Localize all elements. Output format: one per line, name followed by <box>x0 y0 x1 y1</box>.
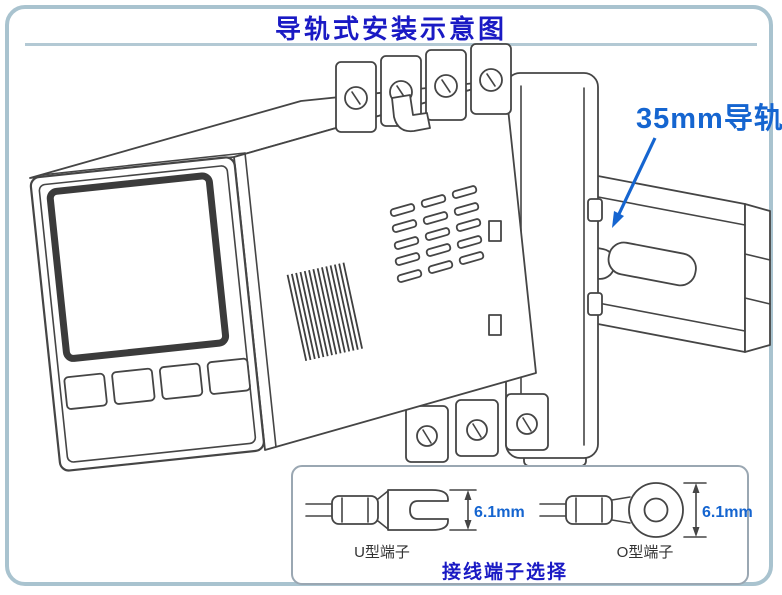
u-terminal-drawing <box>305 489 449 531</box>
terminal-selection-panel: 6.1mm 6.1mm U型端子 O型端子 接线端子选择 <box>291 465 753 585</box>
display-window <box>46 172 230 362</box>
o-terminal-drawing <box>539 482 684 538</box>
terminal-blocks-top <box>335 43 512 133</box>
terminal-blocks-bottom <box>405 393 549 463</box>
panel-button <box>111 367 156 405</box>
rail-mounting-slot <box>607 241 697 287</box>
panel-button <box>159 362 204 400</box>
o-dimension-value: 6.1mm <box>702 504 753 521</box>
front-panel <box>29 156 265 472</box>
title-divider <box>25 43 757 46</box>
panel-button <box>63 372 108 410</box>
o-terminal-label: O型端子 <box>617 544 674 561</box>
panel-caption: 接线端子选择 <box>442 560 568 583</box>
din-rail-end <box>744 203 771 353</box>
wire-clamp-lever <box>391 94 431 133</box>
vent-grille <box>286 261 366 362</box>
vent-slats <box>389 185 485 283</box>
panel-buttons <box>63 357 251 410</box>
rail-claw <box>587 292 603 316</box>
u-dimension-value: 6.1mm <box>474 504 525 521</box>
panel-button <box>206 357 251 395</box>
rail-arrow-icon <box>612 137 657 228</box>
o-dimension-arrow <box>683 482 707 538</box>
rail-label: 35mm导轨 <box>636 101 782 135</box>
u-dimension-arrow <box>449 489 477 531</box>
rail-claw <box>587 198 603 222</box>
page-title: 导轨式安装示意图 <box>274 14 507 44</box>
side-cutout <box>488 314 502 336</box>
side-cutout <box>488 220 502 242</box>
u-terminal-label: U型端子 <box>354 544 410 561</box>
